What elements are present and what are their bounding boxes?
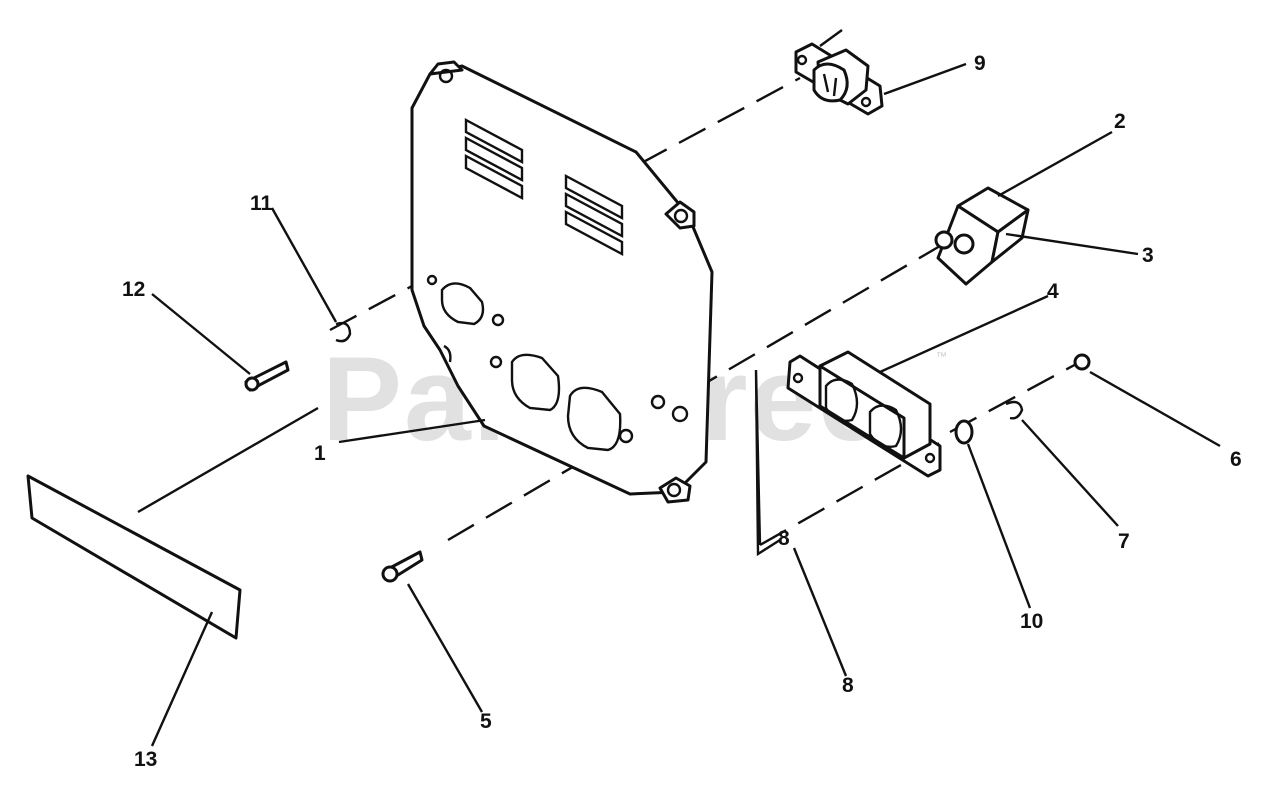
- callout-7: 7: [1118, 530, 1130, 553]
- breaker-part: [934, 186, 1030, 286]
- hardware-parts: [244, 321, 1091, 583]
- decal-part: [26, 474, 242, 640]
- screw-5-head: [381, 565, 399, 583]
- breaker-side: [990, 208, 1030, 264]
- outlet-body-front: [818, 364, 906, 460]
- assembly-line-13: [137, 406, 319, 514]
- panel-hole: [426, 274, 438, 286]
- callouts: 1 2 3 4 5 6 7 8 8 9 10 11 12 13: [122, 52, 1242, 771]
- panel-hole: [618, 428, 634, 444]
- callout-8-lower: 8: [842, 674, 854, 697]
- breaker-terminal: [934, 230, 954, 250]
- panel-tab-bottom: [658, 476, 692, 504]
- washer-10: [954, 419, 974, 445]
- control-panel-part: [410, 60, 714, 504]
- vent-slots-left: [464, 117, 524, 201]
- callout-3: 3: [1142, 244, 1154, 267]
- panel-hole: [438, 68, 454, 84]
- callout-5: 5: [480, 710, 492, 733]
- panel-hole: [666, 482, 682, 498]
- panel-tab-right: [664, 200, 696, 230]
- callout-12: 12: [122, 278, 145, 301]
- panel-cutout-outlet-a: [510, 353, 561, 412]
- panel-hole: [673, 208, 689, 224]
- callout-10: 10: [1020, 610, 1043, 633]
- watermark-trademark: ™: [936, 351, 947, 363]
- leader-lines: [150, 62, 1221, 747]
- panel-cutout-outlet-b: [566, 386, 622, 452]
- callout-1: 1: [314, 442, 326, 465]
- callout-6: 6: [1230, 448, 1242, 471]
- lockwasher-11: [335, 321, 352, 343]
- assembly-line-6: [949, 360, 1081, 434]
- receptacle-face: [812, 62, 849, 103]
- screw-12-head: [244, 376, 260, 392]
- panel-edge-notch: [443, 344, 452, 363]
- panel-hole: [489, 355, 503, 369]
- callout-4: 4: [1047, 280, 1059, 303]
- receptacle-part: [794, 29, 884, 116]
- receptacle-wire: [819, 29, 843, 47]
- decal-panel: [26, 474, 242, 640]
- breaker-terminal: [953, 233, 975, 255]
- outlet-socket-b: [868, 404, 903, 448]
- callout-8-upper: 8: [778, 527, 790, 550]
- panel-hole: [491, 313, 505, 327]
- vent-slots-right: [564, 173, 624, 257]
- callout-11: 11: [250, 192, 273, 215]
- nut-6: [1073, 353, 1091, 371]
- callout-13: 13: [134, 748, 157, 771]
- outlet-socket-a: [824, 378, 859, 422]
- callout-2: 2: [1114, 110, 1126, 133]
- duplex-outlet-part: [786, 350, 942, 478]
- lockwasher-7: [1005, 400, 1024, 420]
- callout-9: 9: [974, 52, 986, 75]
- panel-cutout-small: [440, 282, 485, 326]
- panel-hole: [671, 405, 689, 423]
- panel-hole: [650, 394, 666, 410]
